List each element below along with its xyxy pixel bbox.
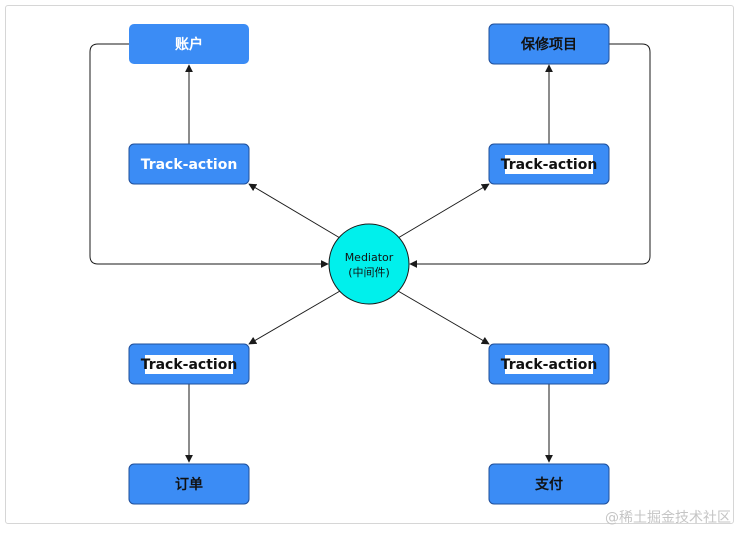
edge-mediator-to-track-tl	[248, 183, 341, 239]
edge-mediator-to-track-br	[397, 290, 490, 345]
node-account-label: 账户	[175, 36, 203, 53]
node-account: 账户	[129, 24, 249, 64]
node-track-bl-label: Track-action	[141, 357, 238, 373]
node-payment: 支付	[488, 463, 610, 505]
node-track-tl-label: Track-action	[141, 157, 238, 173]
node-track-action-bottom-right: Track-action	[488, 343, 610, 385]
node-track-br-label: Track-action	[501, 357, 598, 373]
mediator-label-line1: Mediator	[345, 251, 394, 264]
edge-mediator-to-track-tr	[397, 183, 490, 239]
node-order-label: 订单	[175, 476, 203, 493]
mediator-label-line2: (中间件)	[348, 266, 390, 279]
node-warranty: 保修项目	[488, 23, 610, 65]
edge-mediator-to-track-bl	[248, 290, 341, 345]
node-payment-label: 支付	[534, 476, 563, 493]
node-mediator: Mediator (中间件)	[328, 223, 410, 305]
node-track-action-bottom-left: Track-action	[128, 343, 250, 385]
node-warranty-label: 保修项目	[520, 36, 577, 53]
watermark: @稀土掘金技术社区	[605, 510, 731, 526]
node-track-tr-label: Track-action	[501, 157, 598, 173]
node-track-action-top-right: Track-action	[488, 143, 610, 185]
node-order: 订单	[128, 463, 250, 505]
node-track-action-top-left: Track-action	[128, 143, 250, 185]
edge-warranty-to-mediator	[409, 43, 651, 268]
edge-account-to-mediator	[89, 43, 329, 268]
